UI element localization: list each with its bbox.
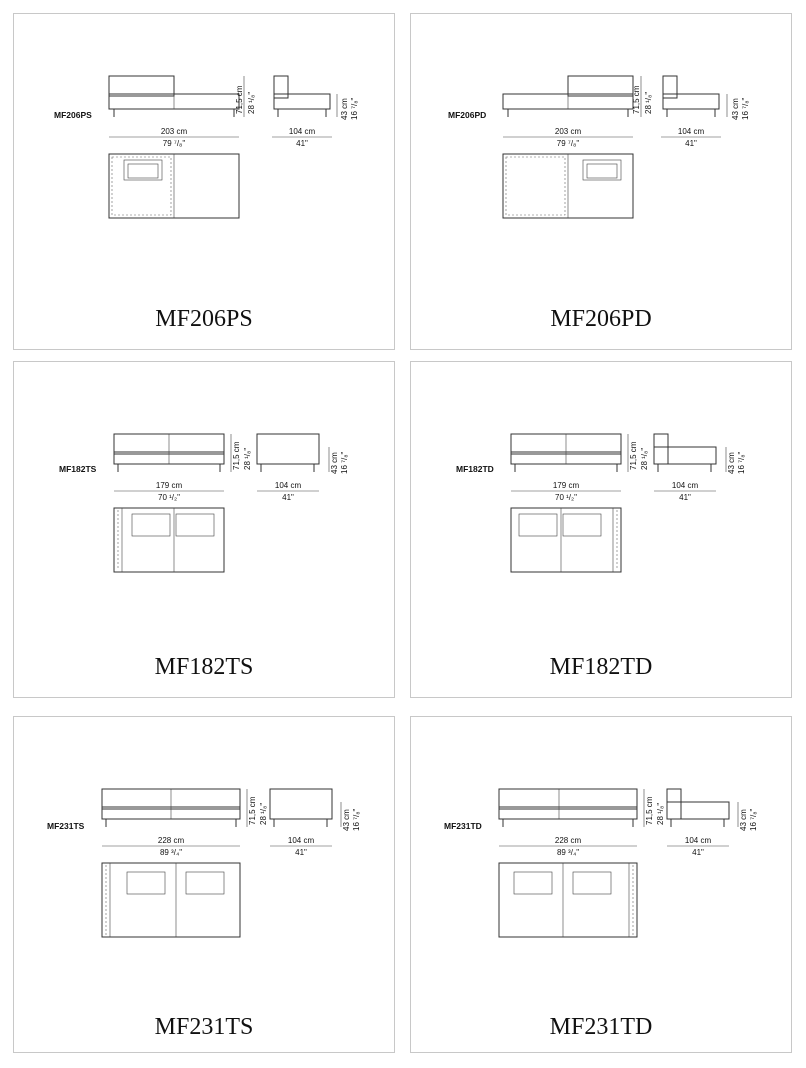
model-title: MF182TD xyxy=(549,654,653,680)
side-view xyxy=(269,788,333,827)
seat-height-cm-label: 43 cm xyxy=(342,809,351,831)
width-in-label: 89 ³/₄" xyxy=(557,848,579,857)
side-view xyxy=(653,433,717,472)
product-card-mf182td: MF182TD 71,5 cm 28 ¹/₈" 43 cm 16 ⁷/₈" 17… xyxy=(410,361,792,698)
side-view xyxy=(273,75,331,117)
depth-cm-label: 104 cm xyxy=(678,127,705,136)
side-view xyxy=(662,75,720,117)
seat-height-in-label: 16 ⁷/₈" xyxy=(741,97,750,120)
depth-cm-label: 104 cm xyxy=(672,481,699,490)
product-card-mf206ps: MF206PS 71,5 cm 28 ¹/₈" 43 cm 16 ⁷/₈" 20… xyxy=(13,13,395,350)
depth-in-label: 41" xyxy=(685,139,697,148)
height-in-label: 28 ¹/₈" xyxy=(243,448,252,470)
width-cm-label: 228 cm xyxy=(158,836,185,845)
width-in-label: 79 ⁷/₈" xyxy=(163,139,186,148)
model-title: MF231TD xyxy=(549,1014,653,1040)
depth-cm-label: 104 cm xyxy=(288,836,315,845)
model-code-label: MF206PS xyxy=(54,110,92,120)
width-cm-label: 228 cm xyxy=(555,836,582,845)
product-card-mf231ts: MF231TS 71,5 cm 28 ¹/₈" 43 cm 16 ⁷/₈" 22… xyxy=(13,716,395,1053)
model-title: MF231TS xyxy=(154,1014,254,1040)
height-cm-label: 71,5 cm xyxy=(235,85,244,114)
product-card-mf182ts: MF182TS 71,5 cm 28 ¹/₈" 43 cm 16 ⁷/₈" 17… xyxy=(13,361,395,698)
depth-in-label: 41" xyxy=(692,848,704,857)
depth-in-label: 41" xyxy=(296,139,308,148)
depth-in-label: 41" xyxy=(295,848,307,857)
seat-height-cm-label: 43 cm xyxy=(727,452,736,474)
model-code-label: MF231TD xyxy=(444,821,482,831)
height-cm-label: 71,5 cm xyxy=(248,796,257,825)
top-view xyxy=(498,862,638,938)
seat-height-cm-label: 43 cm xyxy=(340,98,349,120)
model-code-label: MF231TS xyxy=(47,821,85,831)
top-view xyxy=(113,507,225,573)
front-view xyxy=(101,788,241,827)
model-title: MF182TS xyxy=(154,654,254,680)
model-title: MF206PD xyxy=(550,306,652,332)
model-title: MF206PS xyxy=(155,306,253,332)
seat-height-in-label: 16 ⁷/₈" xyxy=(352,808,361,831)
seat-height-in-label: 16 ⁷/₈" xyxy=(340,451,349,474)
front-view xyxy=(502,75,634,117)
model-code-label: MF206PD xyxy=(448,110,486,120)
depth-cm-label: 104 cm xyxy=(289,127,316,136)
side-view xyxy=(666,788,730,827)
model-code-label: MF182TS xyxy=(59,464,97,474)
seat-height-cm-label: 43 cm xyxy=(731,98,740,120)
seat-height-cm-label: 43 cm xyxy=(739,809,748,831)
width-cm-label: 203 cm xyxy=(555,127,582,136)
sofa-technical-drawing: MF206PD 71,5 cm 28 ¹/₈" 43 cm 16 ⁷/₈" 20… xyxy=(448,75,750,219)
width-in-label: 79 ⁷/₈" xyxy=(557,139,580,148)
top-view xyxy=(108,153,240,219)
height-cm-label: 71,5 cm xyxy=(632,85,641,114)
sofa-technical-drawing: MF231TD 71,5 cm 28 ¹/₈" 43 cm 16 ⁷/₈" 22… xyxy=(444,788,758,938)
height-in-label: 28 ¹/₈" xyxy=(640,448,649,470)
depth-cm-label: 104 cm xyxy=(685,836,712,845)
height-cm-label: 71,5 cm xyxy=(629,441,638,470)
height-in-label: 28 ¹/₈" xyxy=(656,803,665,825)
sofa-technical-drawing: MF182TS 71,5 cm 28 ¹/₈" 43 cm 16 ⁷/₈" 17… xyxy=(59,433,349,573)
seat-height-cm-label: 43 cm xyxy=(330,452,339,474)
top-view xyxy=(502,153,634,219)
depth-cm-label: 104 cm xyxy=(275,481,302,490)
width-in-label: 70 ¹/₂" xyxy=(555,493,577,502)
height-in-label: 28 ¹/₈" xyxy=(259,803,268,825)
width-cm-label: 179 cm xyxy=(553,481,580,490)
side-view xyxy=(256,433,320,472)
seat-height-in-label: 16 ⁷/₈" xyxy=(749,808,758,831)
sofa-technical-drawing: MF182TD 71,5 cm 28 ¹/₈" 43 cm 16 ⁷/₈" 17… xyxy=(456,433,746,573)
front-view xyxy=(113,433,225,472)
product-card-mf231td: MF231TD 71,5 cm 28 ¹/₈" 43 cm 16 ⁷/₈" 22… xyxy=(410,716,792,1053)
seat-height-in-label: 16 ⁷/₈" xyxy=(350,97,359,120)
height-in-label: 28 ¹/₈" xyxy=(247,92,256,114)
front-view xyxy=(510,433,622,472)
seat-height-in-label: 16 ⁷/₈" xyxy=(737,451,746,474)
sofa-technical-drawing: MF206PS 71,5 cm 28 ¹/₈" 43 cm 16 ⁷/₈" 20… xyxy=(54,75,359,219)
height-cm-label: 71,5 cm xyxy=(232,441,241,470)
width-cm-label: 179 cm xyxy=(156,481,183,490)
model-code-label: MF182TD xyxy=(456,464,494,474)
width-in-label: 70 ¹/₂" xyxy=(158,493,180,502)
depth-in-label: 41" xyxy=(679,493,691,502)
top-view xyxy=(101,862,241,938)
product-card-mf206pd: MF206PD 71,5 cm 28 ¹/₈" 43 cm 16 ⁷/₈" 20… xyxy=(410,13,792,350)
sofa-technical-drawing: MF231TS 71,5 cm 28 ¹/₈" 43 cm 16 ⁷/₈" 22… xyxy=(47,788,361,938)
height-in-label: 28 ¹/₈" xyxy=(644,92,653,114)
width-in-label: 89 ³/₄" xyxy=(160,848,182,857)
front-view xyxy=(108,75,240,117)
height-cm-label: 71,5 cm xyxy=(645,796,654,825)
width-cm-label: 203 cm xyxy=(161,127,188,136)
top-view xyxy=(510,507,622,573)
depth-in-label: 41" xyxy=(282,493,294,502)
front-view xyxy=(498,788,638,827)
